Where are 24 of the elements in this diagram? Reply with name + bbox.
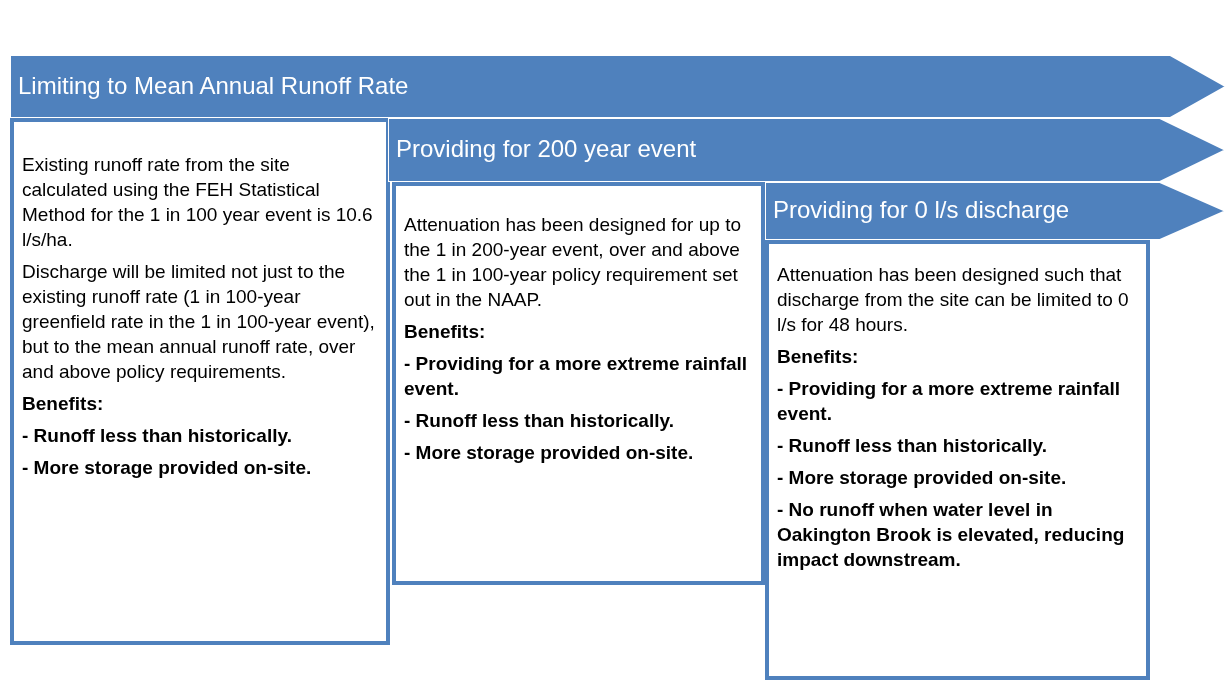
body-text: Discharge will be limited not just to the existing runoff rate (1 in 100-year greenfield rate in the 1 in 100-year event), but to the mean annual runoff rate, over and above policy requirements.: [22, 260, 376, 384]
banner-title: Providing for 0 l/s discharge: [773, 196, 1070, 224]
body-text: - More storage provided on-site.: [22, 456, 313, 480]
arrow-banner: [10, 55, 1226, 118]
body-text: Benefits:: [777, 345, 860, 369]
body-text: Attenuation has been designed for up to the 1 in 200-year event, over and above the 1 in 100-year policy requirement set out in the NAAP.: [404, 213, 742, 312]
body-text: - Providing for a more extreme rainfall event.: [777, 377, 1122, 426]
body-text: Benefits:: [22, 392, 105, 416]
body-text: Benefits:: [404, 320, 487, 344]
body-text: - More storage provided on-site.: [777, 466, 1068, 490]
text-panel: [392, 182, 765, 585]
banner-title: Providing for 200 year event: [396, 135, 697, 163]
banner-title: Limiting to Mean Annual Runoff Rate: [18, 71, 409, 100]
body-text: - No runoff when water level in Oakington Brook is elevated, reducing impact downstream.: [777, 498, 1126, 572]
body-text: - Runoff less than historically.: [22, 424, 293, 448]
body-text: Attenuation has been designed such that discharge from the site can be limited to 0 l/s for 48 hours.: [777, 263, 1130, 337]
body-text: - Runoff less than historically.: [404, 409, 675, 433]
body-text: Existing runoff rate from the site calculated using the FEH Statistical Method for the 1 in 100 year event is 10.6 l/s/ha.: [22, 153, 374, 252]
body-text: - More storage provided on-site.: [404, 441, 695, 465]
body-text: - Runoff less than historically.: [777, 434, 1048, 458]
text-panel: [10, 118, 390, 645]
arrow-banner: [765, 182, 1226, 240]
text-panel: [765, 240, 1150, 680]
body-text: - Providing for a more extreme rainfall event.: [404, 352, 749, 401]
